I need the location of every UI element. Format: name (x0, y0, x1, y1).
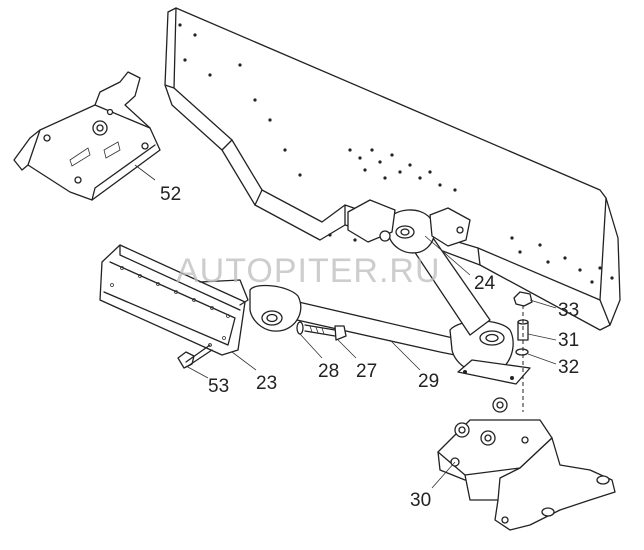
upper-rod-24 (347, 199, 491, 336)
callout-23: 23 (256, 373, 277, 394)
washer-28 (296, 321, 304, 335)
callout-27: 27 (356, 361, 377, 382)
callout-32: 32 (558, 357, 579, 378)
torque-rod-29 (249, 284, 531, 385)
bracket-30 (437, 397, 616, 531)
frame-crossmember (164, 7, 621, 331)
callout-33: 33 (558, 300, 579, 321)
spacer-31 (517, 319, 529, 341)
callout-24: 24 (474, 273, 496, 294)
bolt-27 (304, 324, 347, 341)
washer-32 (515, 348, 529, 356)
callout-52: 52 (160, 184, 181, 205)
watermark-text: AUTOPITER.RU (176, 252, 441, 290)
callout-29: 29 (418, 371, 439, 392)
callout-28: 28 (318, 361, 339, 382)
callout-31: 31 (558, 330, 579, 351)
plate-23 (99, 244, 249, 356)
bolt-53 (177, 344, 213, 369)
callout-53: 53 (208, 376, 229, 397)
bracket-52 (13, 71, 161, 201)
nut-33 (513, 291, 533, 307)
leader-lines (134, 164, 557, 489)
callout-30: 30 (410, 490, 431, 511)
